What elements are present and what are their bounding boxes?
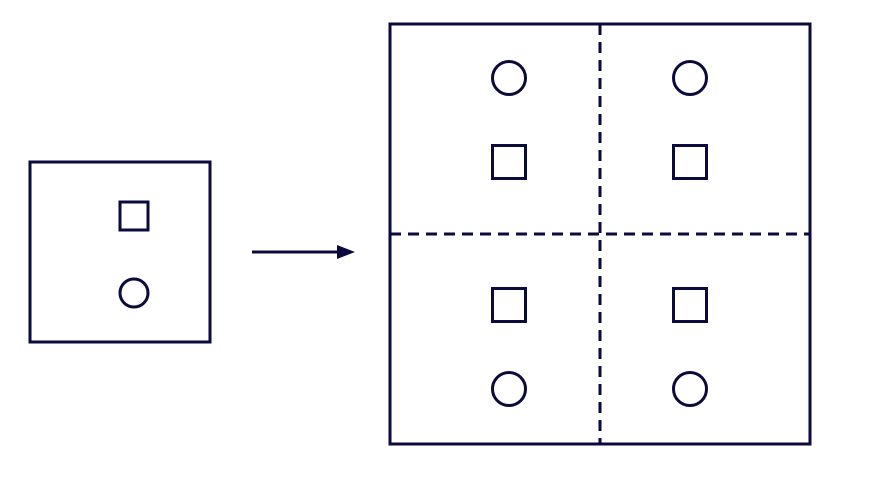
result-grid — [388, 22, 812, 446]
source-circle-icon — [118, 277, 150, 309]
arrow-head-icon — [337, 245, 355, 259]
top-left-square-icon — [491, 144, 527, 180]
bottom-right-square-icon — [672, 287, 708, 323]
top-left-circle-icon — [491, 60, 527, 96]
bottom-right-circle-icon — [672, 371, 708, 407]
top-right-square-icon — [672, 144, 708, 180]
source-tile-frame — [28, 160, 212, 344]
result-grid-shapes — [491, 60, 708, 407]
bottom-left-circle-icon — [491, 371, 527, 407]
source-tile-shapes — [118, 200, 150, 309]
source-tile — [28, 160, 212, 344]
transform-arrow — [252, 245, 355, 259]
bottom-left-square-icon — [491, 287, 527, 323]
top-right-circle-icon — [672, 60, 708, 96]
source-square-icon — [118, 200, 150, 232]
